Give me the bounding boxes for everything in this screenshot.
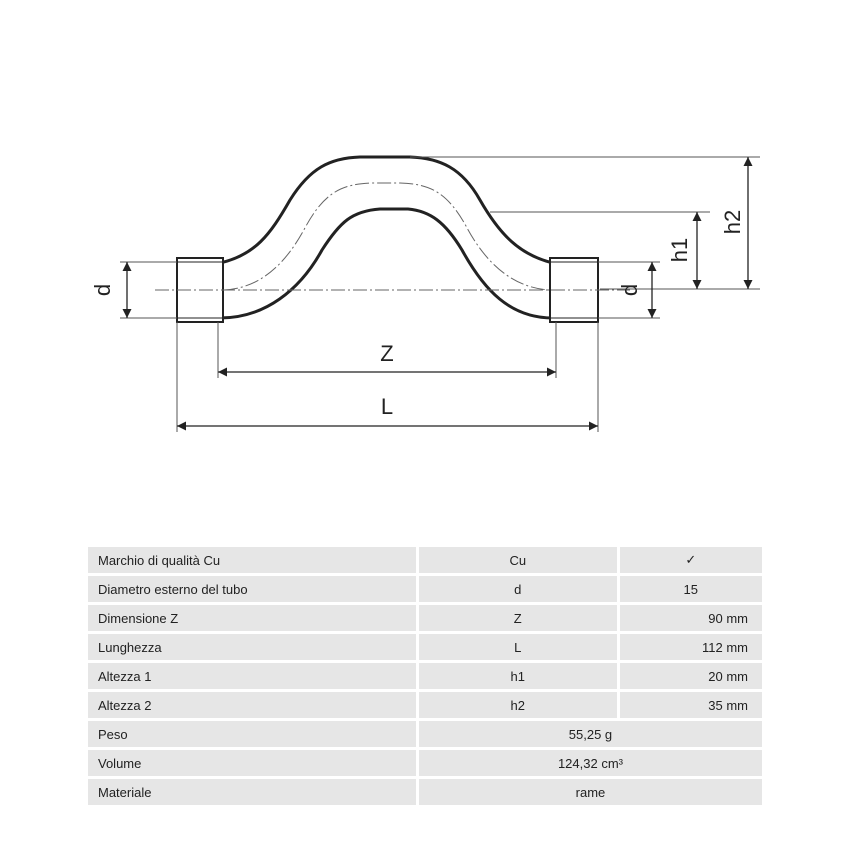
row-label: Marchio di qualità Cu	[88, 547, 416, 573]
row-value: 112 mm	[616, 634, 762, 660]
table-row: Diametro esterno del tubo d 15	[88, 576, 762, 602]
table-row: Volume 124,32 cm³	[88, 750, 762, 776]
label-h2: h2	[720, 210, 745, 234]
table-row: Materiale rame	[88, 779, 762, 805]
row-symbol: h1	[415, 663, 617, 689]
row-symbol: Z	[415, 605, 617, 631]
row-label: Peso	[88, 721, 416, 747]
row-value: 15	[616, 576, 762, 602]
row-symbol: L	[415, 634, 617, 660]
row-label: Diametro esterno del tubo	[88, 576, 416, 602]
row-value: ✓	[616, 547, 762, 573]
row-value: rame	[415, 779, 762, 805]
row-symbol: h2	[415, 692, 617, 718]
pipe-body	[219, 155, 554, 320]
dimension-lines	[122, 157, 753, 431]
row-label: Materiale	[88, 779, 416, 805]
row-symbol: Cu	[415, 547, 617, 573]
row-label: Altezza 2	[88, 692, 416, 718]
spec-table: Marchio di qualità Cu Cu ✓ Diametro este…	[88, 544, 762, 808]
table-row: Peso 55,25 g	[88, 721, 762, 747]
table-row: Marchio di qualità Cu Cu ✓	[88, 547, 762, 573]
fitting-drawing: d d Z L h1 h2	[90, 155, 760, 432]
table-row: Altezza 2 h2 35 mm	[88, 692, 762, 718]
label-d-right: d	[617, 284, 642, 296]
row-value: 35 mm	[616, 692, 762, 718]
row-value: 124,32 cm³	[415, 750, 762, 776]
table-row: Lunghezza L 112 mm	[88, 634, 762, 660]
label-h1: h1	[667, 238, 692, 262]
row-value: 55,25 g	[415, 721, 762, 747]
row-value: 20 mm	[616, 663, 762, 689]
label-d-left: d	[90, 284, 115, 296]
table-row: Altezza 1 h1 20 mm	[88, 663, 762, 689]
row-symbol: d	[415, 576, 617, 602]
label-l: L	[381, 394, 393, 419]
row-value: 90 mm	[616, 605, 762, 631]
label-z: Z	[380, 341, 393, 366]
row-label: Altezza 1	[88, 663, 416, 689]
table-row: Dimensione Z Z 90 mm	[88, 605, 762, 631]
row-label: Volume	[88, 750, 416, 776]
row-label: Dimensione Z	[88, 605, 416, 631]
row-label: Lunghezza	[88, 634, 416, 660]
